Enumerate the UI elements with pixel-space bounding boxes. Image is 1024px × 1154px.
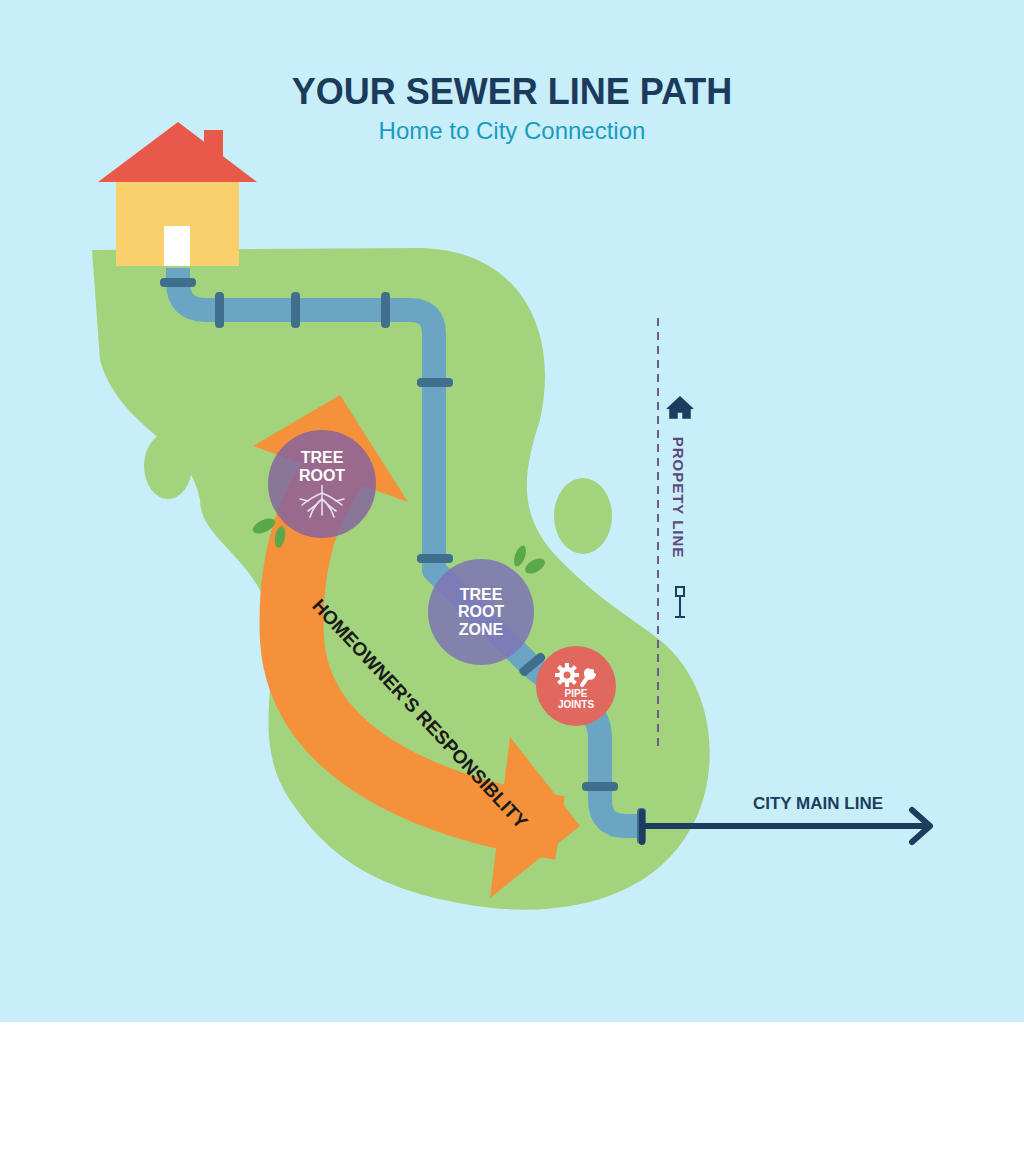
house-icon xyxy=(667,397,693,418)
pipe-joints-circle: PIPE JOINTS xyxy=(536,646,616,726)
property-line xyxy=(657,318,659,750)
main-line-arrowhead xyxy=(912,810,930,842)
yard-ground xyxy=(92,248,710,910)
tree-root-circle: TREE ROOT xyxy=(268,430,376,538)
root-icon xyxy=(294,485,350,519)
house-body xyxy=(116,178,239,266)
property-line-label: PROPETY LINE xyxy=(671,436,688,558)
tree-root-zone-circle: TREE ROOT ZONE xyxy=(428,559,534,665)
node-label: PIPE JOINTS xyxy=(551,688,601,710)
sewer-pipe xyxy=(178,268,642,826)
node-label: TREE ROOT ZONE xyxy=(448,586,514,639)
yard-island xyxy=(144,433,192,499)
gear-wrench-icon xyxy=(554,662,598,688)
sky-ground xyxy=(0,0,1024,1022)
house-roof xyxy=(98,122,257,182)
main-line xyxy=(642,823,928,829)
title: YOUR SEWER LINE PATH xyxy=(292,71,733,113)
main-line-label: CITY MAIN LINE xyxy=(753,794,883,814)
yard-island xyxy=(554,478,612,554)
pipe-joints xyxy=(160,278,646,844)
subtitle: Home to City Connection xyxy=(379,117,646,145)
lamp-icon xyxy=(675,587,685,617)
node-label: TREE ROOT xyxy=(289,449,356,484)
chimney xyxy=(204,130,223,160)
house-door xyxy=(164,226,190,266)
